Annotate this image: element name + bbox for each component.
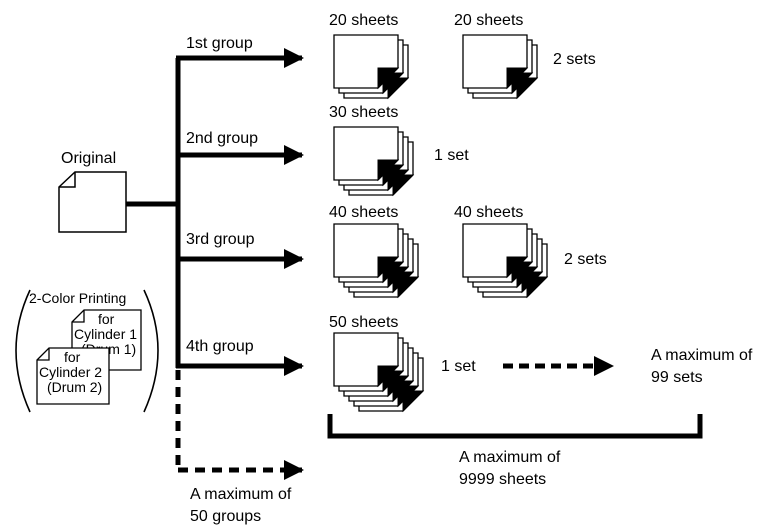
stack-g1-a bbox=[334, 35, 408, 98]
drum-2-line1: for bbox=[64, 349, 81, 365]
g3-sets-label: 2 sets bbox=[564, 251, 607, 268]
g4-stack-a-count: 50 sheets bbox=[329, 314, 398, 331]
stack-g3-a bbox=[334, 224, 418, 297]
stack-g3-b bbox=[463, 224, 547, 297]
g2-sets-label: 1 set bbox=[434, 147, 469, 164]
max-sets-line1: A maximum of bbox=[651, 347, 753, 364]
max-groups-line1: A maximum of bbox=[190, 486, 292, 503]
max-sheets-line2: 9999 sheets bbox=[459, 471, 546, 488]
right-paren bbox=[144, 290, 158, 412]
g2-stack-a-count: 30 sheets bbox=[329, 104, 398, 121]
max-sets-line2: 99 sets bbox=[651, 369, 703, 386]
g1-stack-a-count: 20 sheets bbox=[329, 12, 398, 29]
original-label: Original bbox=[61, 150, 116, 167]
group-3-label: 3rd group bbox=[186, 231, 255, 248]
drum-2-line2: Cylinder 2 bbox=[39, 364, 102, 380]
drum-2-line3: (Drum 2) bbox=[47, 379, 102, 395]
stack-g2-a bbox=[334, 127, 413, 195]
group-2-label: 2nd group bbox=[186, 130, 258, 147]
left-paren bbox=[16, 290, 30, 412]
g1-sets-label: 2 sets bbox=[553, 51, 596, 68]
group-4-label: 4th group bbox=[186, 338, 254, 355]
g3-stack-b-count: 40 sheets bbox=[454, 204, 523, 221]
max-sheets-bracket bbox=[330, 414, 700, 436]
max-sheets-line1: A maximum of bbox=[459, 449, 561, 466]
drum-1-line2: Cylinder 1 bbox=[74, 326, 137, 342]
drum-1-line1: for bbox=[98, 311, 115, 327]
g3-stack-a-count: 40 sheets bbox=[329, 204, 398, 221]
group-1-label: 1st group bbox=[186, 35, 253, 52]
original-document-icon bbox=[59, 172, 126, 232]
two-color-title: 2-Color Printing bbox=[29, 290, 126, 306]
stack-g4-a bbox=[334, 333, 423, 411]
stack-g1-b bbox=[463, 35, 537, 98]
g1-stack-b-count: 20 sheets bbox=[454, 12, 523, 29]
max-groups-line2: 50 groups bbox=[190, 508, 261, 525]
g4-sets-label: 1 set bbox=[441, 358, 476, 375]
